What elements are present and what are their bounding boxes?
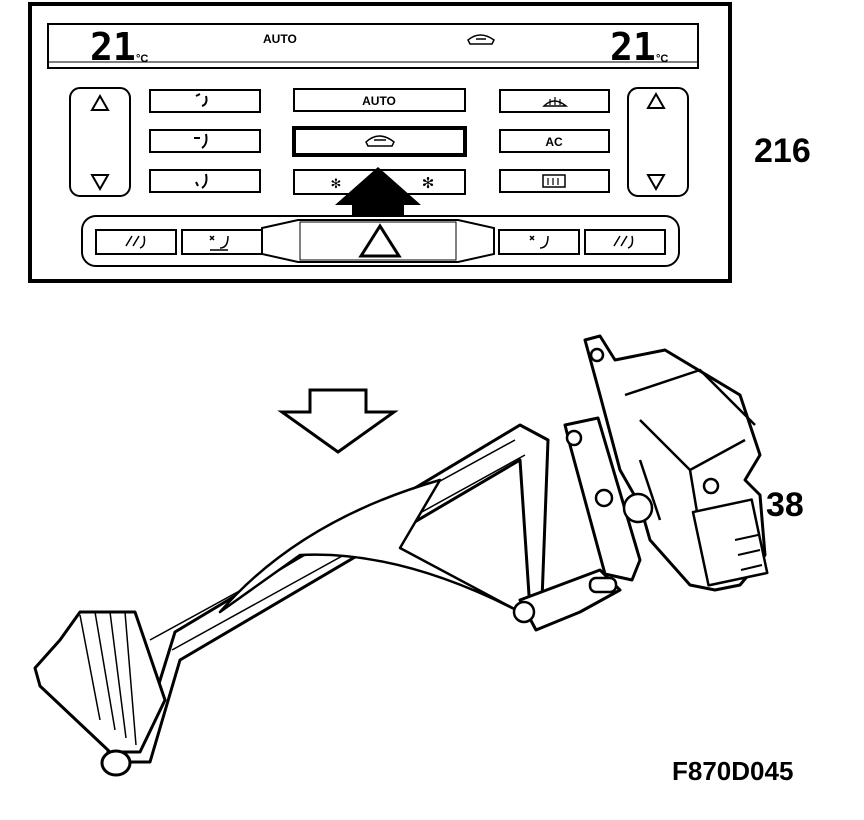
down-triangle-icon bbox=[90, 174, 110, 192]
temp-left-rocker[interactable] bbox=[69, 87, 131, 197]
vent-upper-icon bbox=[195, 93, 208, 107]
up-triangle-icon bbox=[90, 93, 110, 111]
down-triangle-icon bbox=[646, 174, 666, 192]
rear-defrost-icon bbox=[542, 174, 566, 188]
vent-lower-button[interactable] bbox=[149, 169, 261, 193]
recirculation-button[interactable] bbox=[292, 126, 467, 157]
fan-icon: ✻ bbox=[331, 176, 342, 191]
temp-right-unit: °C bbox=[656, 53, 668, 65]
defrost-icon bbox=[542, 100, 569, 107]
climate-control-panel: 21 °C AUTO 21 °C bbox=[28, 2, 732, 283]
vent-lower-icon bbox=[195, 173, 208, 189]
hazard-triangle-icon bbox=[358, 223, 402, 258]
seat-cool-icon bbox=[529, 235, 549, 249]
auto-button-label: AUTO bbox=[362, 94, 396, 108]
temp-right-rocker[interactable] bbox=[627, 87, 689, 197]
auto-button[interactable]: AUTO bbox=[293, 88, 466, 112]
temp-left-unit: °C bbox=[136, 53, 148, 65]
seat-cool-right-button[interactable] bbox=[498, 229, 580, 255]
seat-cool-left-button[interactable] bbox=[181, 229, 263, 255]
vent-middle-button[interactable] bbox=[149, 129, 261, 153]
actuator-callout: 38 bbox=[766, 486, 804, 524]
lcd-display: 21 °C AUTO 21 °C bbox=[47, 23, 699, 69]
display-mode-auto: AUTO bbox=[263, 32, 297, 46]
recirculation-flap-assembly bbox=[33, 334, 769, 777]
temp-right-display: 21 bbox=[610, 25, 656, 69]
ac-button[interactable]: AC bbox=[499, 129, 610, 153]
temp-left-display: 21 bbox=[90, 25, 136, 69]
rear-defrost-button[interactable] bbox=[499, 169, 610, 193]
hazard-button[interactable] bbox=[358, 223, 402, 258]
seat-cool-icon bbox=[209, 235, 229, 249]
panel-callout: 216 bbox=[754, 132, 811, 170]
vent-upper-button[interactable] bbox=[149, 89, 261, 113]
recirculation-icon bbox=[365, 135, 395, 147]
seat-heat-icon bbox=[125, 235, 146, 249]
up-triangle-icon bbox=[646, 91, 666, 109]
defrost-button[interactable] bbox=[499, 89, 610, 113]
fan-icon: ✻ bbox=[422, 175, 435, 192]
seat-heat-right-button[interactable] bbox=[584, 229, 666, 255]
recirculation-icon bbox=[467, 34, 495, 45]
ac-button-label: AC bbox=[545, 135, 563, 149]
vent-middle-icon bbox=[194, 133, 208, 149]
direction-arrow-icon bbox=[277, 388, 399, 454]
seat-heat-left-button[interactable] bbox=[95, 229, 177, 255]
seat-heat-icon bbox=[613, 235, 634, 249]
figure-code: F870D045 bbox=[672, 756, 793, 786]
